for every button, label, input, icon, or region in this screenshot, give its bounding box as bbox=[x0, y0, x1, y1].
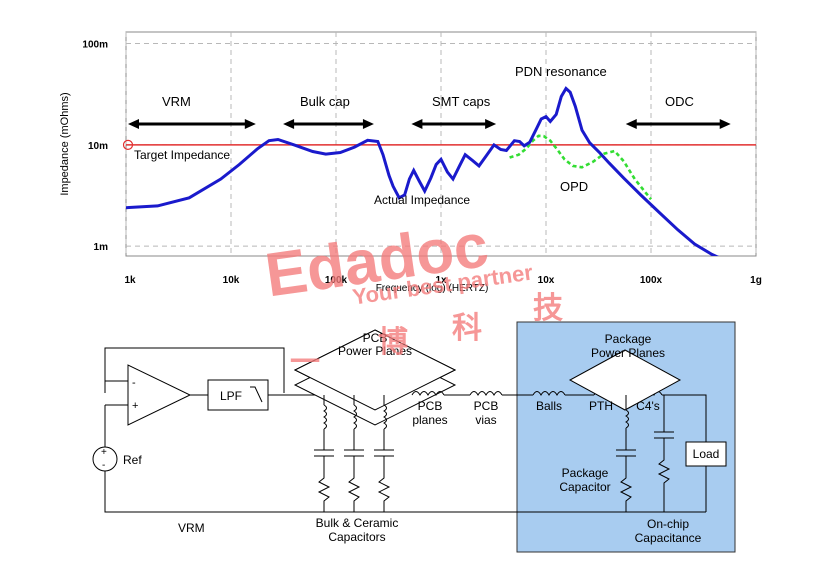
region-arrowhead-right-smt_caps bbox=[485, 119, 497, 129]
series-line-opd bbox=[509, 134, 653, 201]
y-tick-label: 100m bbox=[82, 40, 108, 51]
package-capacitor-label-2: Capacitor bbox=[559, 480, 610, 494]
rail-to-load-wire bbox=[662, 394, 707, 442]
watermark-cjk-3: 科 bbox=[452, 312, 482, 345]
lpf-label: LPF bbox=[220, 389, 242, 403]
watermark-cjk-2: 博 bbox=[378, 326, 408, 359]
x-tick-label: 1g bbox=[750, 275, 762, 286]
op-amp-plus-label: + bbox=[132, 400, 138, 412]
pcb-planes-label-1: PCB bbox=[418, 399, 443, 413]
watermark: Edadoc Your best partner 一 博 科 技 bbox=[261, 211, 563, 379]
series-line-actual-impedance bbox=[126, 86, 720, 256]
y-tick-labels: 1m 10m 100m bbox=[82, 40, 108, 254]
region-arrowhead-right-bulk_cap bbox=[362, 119, 374, 129]
region-arrowhead-right-vrm bbox=[244, 119, 256, 129]
lpf-box bbox=[207, 379, 269, 411]
bulk-caps-label-1: Bulk & Ceramic bbox=[316, 516, 399, 530]
region-arrowhead-left-smt_caps bbox=[411, 119, 423, 129]
package-capacitor bbox=[616, 395, 636, 512]
onchip-label-2: Capacitance bbox=[635, 531, 702, 545]
region-arrowhead-left-bulk_cap bbox=[283, 119, 295, 129]
annotation-target-impedance: Target Impedance bbox=[134, 148, 230, 162]
onchip-label-1: On-chip bbox=[647, 517, 689, 531]
pcb-vias-label-1: PCB bbox=[474, 399, 499, 413]
watermark-cjk-1: 一 bbox=[290, 346, 320, 379]
target-impedance-marker bbox=[122, 139, 134, 150]
ref-plus-glyph: + bbox=[101, 447, 107, 458]
region-arrowhead-left-odc bbox=[625, 119, 637, 129]
vrm-feedback-wire bbox=[104, 347, 285, 393]
vrm-label: VRM bbox=[178, 521, 205, 535]
region-arrowhead-right-odc bbox=[719, 119, 731, 129]
ref-label: Ref bbox=[123, 453, 142, 467]
pcb-power-planes-label-2: Power Planes bbox=[338, 344, 412, 358]
package-capacitor-label-1: Package bbox=[562, 466, 609, 480]
onchip-capacitor bbox=[654, 395, 674, 512]
pcb-planes-label-2: planes bbox=[412, 413, 447, 427]
pcb-power-plane-top-front bbox=[293, 329, 457, 411]
x-tick-label: 1x bbox=[435, 275, 447, 286]
watermark-cjk-4: 技 bbox=[533, 292, 563, 325]
pcb-planes-inductor bbox=[411, 391, 445, 397]
region-arrowhead-left-vrm bbox=[128, 119, 139, 129]
x-tick-label: 1k bbox=[124, 275, 136, 286]
annotation-odc: ODC bbox=[665, 94, 694, 109]
pdn-schematic bbox=[92, 321, 736, 553]
x-tick-label: 100x bbox=[640, 275, 663, 286]
ground-return-wire bbox=[104, 471, 706, 513]
pcb-power-planes-label-1: PCB bbox=[363, 331, 388, 345]
annotation-opd: OPD bbox=[560, 179, 588, 194]
x-tick-labels: 1k 10k 100k 1x 10x 100x 1g bbox=[124, 275, 761, 286]
bulk-cap-3 bbox=[374, 395, 394, 512]
y-tick-label: 1m bbox=[94, 242, 109, 253]
schematic-labels: - + LPF + - Ref VRM PCB Power Planes Bul… bbox=[101, 331, 719, 545]
package-power-plane bbox=[568, 349, 682, 411]
y-tick-label: 10m bbox=[88, 141, 108, 152]
annotation-vrm: VRM bbox=[162, 94, 191, 109]
bulk-cap-2 bbox=[344, 395, 364, 512]
pth-label: PTH bbox=[589, 399, 613, 413]
op-amp bbox=[127, 364, 192, 426]
bulk-cap-1 bbox=[314, 395, 334, 512]
impedance-chart: 1k 10k 100k 1x 10x 100x 1g 1m 10m 100m Impedance… bbox=[59, 31, 762, 294]
annotation-actual-impedance: Actual Impedance bbox=[374, 193, 470, 207]
x-tick-label: 10k bbox=[223, 275, 240, 286]
package-planes-label-2: Power Planes bbox=[591, 346, 665, 360]
op-amp-minus-label: - bbox=[132, 377, 136, 389]
pcb-vias-label-2: vias bbox=[475, 413, 496, 427]
c4s-label: C4's bbox=[636, 399, 660, 413]
bulk-caps-label-2: Capacitors bbox=[328, 530, 385, 544]
y-axis-label: Impedance (mOhms) bbox=[59, 92, 71, 195]
annotation-bulk-cap: Bulk cap bbox=[300, 94, 350, 109]
pcb-vias-inductor bbox=[469, 391, 503, 397]
balls-inductor bbox=[532, 391, 566, 397]
x-axis-label: Frequency (log) (HERTZ) bbox=[376, 283, 489, 294]
region-arrows bbox=[128, 119, 731, 129]
package-planes-label-1: Package bbox=[605, 332, 652, 346]
annotation-pdn-resonance: PDN resonance bbox=[515, 64, 607, 79]
ref-minus-glyph: - bbox=[102, 460, 105, 471]
x-tick-label: 100k bbox=[325, 275, 348, 286]
lpf-response-glyph bbox=[250, 386, 263, 403]
load-box bbox=[685, 441, 727, 467]
x-tick-label: 10x bbox=[538, 275, 555, 286]
annotation-smt-caps: SMT caps bbox=[432, 94, 491, 109]
balls-label: Balls bbox=[536, 399, 562, 413]
load-label: Load bbox=[693, 447, 720, 461]
